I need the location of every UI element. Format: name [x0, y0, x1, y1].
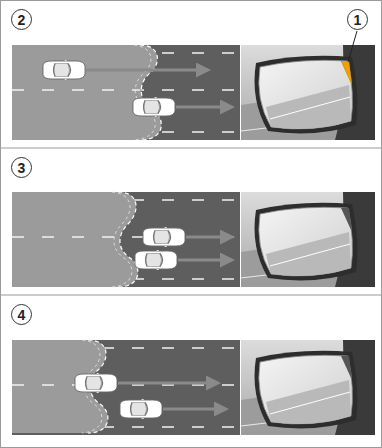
vehicle [120, 398, 162, 420]
vehicle [43, 59, 85, 81]
mirror-view [241, 340, 375, 435]
motion-arrow [176, 106, 232, 109]
callout-number: 3 [11, 157, 32, 178]
motion-arrow [163, 408, 226, 411]
panel-divider [0, 148, 382, 149]
motion-arrow [86, 69, 208, 72]
vehicle [133, 96, 175, 118]
motion-arrow [186, 236, 232, 239]
road-scene [12, 340, 375, 435]
leader-line [348, 31, 357, 62]
mirror-view [241, 192, 375, 287]
panel-divider [0, 295, 382, 296]
detection-zone [12, 192, 138, 287]
mirror-view [241, 45, 375, 140]
motion-arrow [118, 382, 218, 385]
detection-zone [12, 45, 161, 140]
vehicle [75, 372, 117, 394]
callout-number: 1 [347, 9, 368, 30]
road-scene [12, 192, 375, 287]
callout-number: 2 [11, 9, 32, 30]
warning-lamp [341, 61, 352, 85]
vehicle [143, 226, 185, 248]
vehicle [135, 249, 177, 271]
callout-number: 4 [11, 304, 32, 325]
road-scene [12, 45, 375, 140]
motion-arrow [178, 259, 232, 262]
